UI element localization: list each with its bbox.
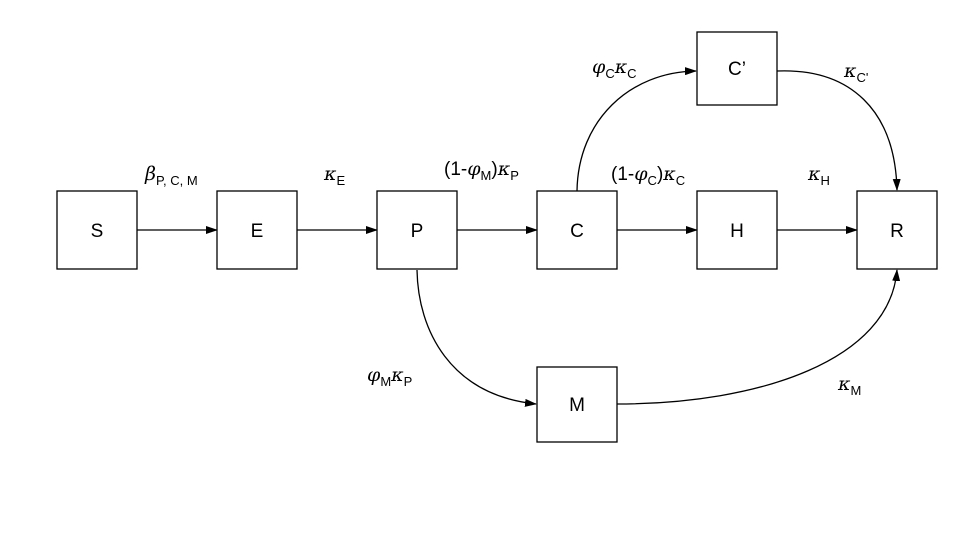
rate-h-r: κH <box>808 163 830 188</box>
rate-p-c: (1-φM)κP <box>444 158 519 183</box>
node-h-label: H <box>730 221 744 242</box>
node-m: M <box>536 366 618 443</box>
node-c-label: C <box>570 221 584 242</box>
node-cprime: C’ <box>696 31 778 106</box>
node-cprime-label: C’ <box>728 59 746 80</box>
node-h: H <box>696 190 778 270</box>
rate-s-e: βP, C, M <box>145 163 198 188</box>
node-e-label: E <box>251 221 264 242</box>
node-p: P <box>376 190 458 270</box>
edge-m-r <box>616 269 901 405</box>
node-r-label: R <box>890 221 904 242</box>
node-r: R <box>856 190 938 270</box>
rate-c-cprime: φCκC <box>592 56 637 81</box>
node-c: C <box>536 190 618 270</box>
node-p-label: P <box>411 221 424 242</box>
node-s-label: S <box>91 221 104 242</box>
rate-e-p: κE <box>324 163 346 188</box>
rate-c-h: (1-φC)κC <box>611 163 686 188</box>
node-m-label: M <box>569 395 585 416</box>
node-s: S <box>56 190 138 270</box>
rate-m-r: κM <box>838 373 862 398</box>
node-e: E <box>216 190 298 270</box>
edge-cprime-r <box>776 70 901 191</box>
edge-c-cprime <box>576 67 697 192</box>
rate-cprime-r: κC' <box>844 60 869 85</box>
rate-p-m: φMκP <box>367 364 413 389</box>
edge-p-m <box>416 269 537 407</box>
